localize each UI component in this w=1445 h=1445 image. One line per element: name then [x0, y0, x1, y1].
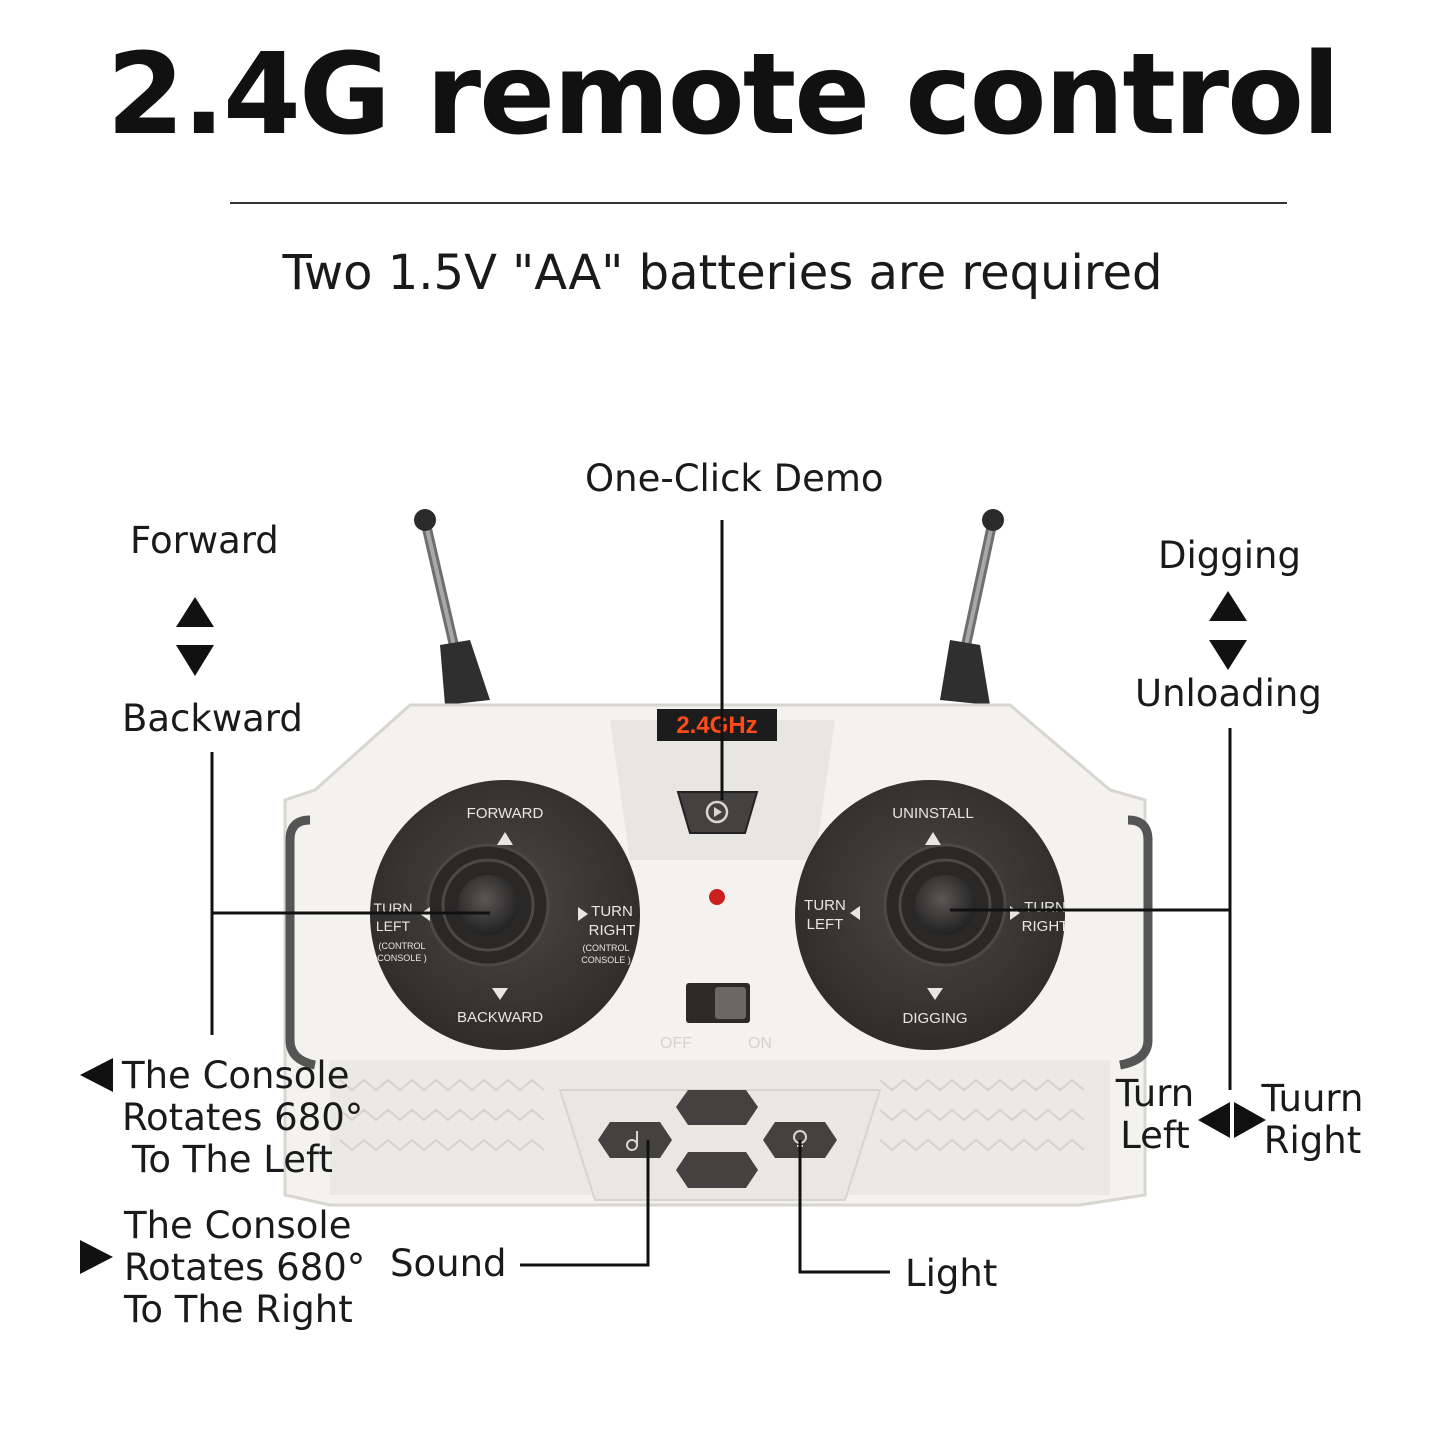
right-arrow-icon — [80, 1240, 113, 1274]
left-stick-down-label: BACKWARD — [457, 1009, 543, 1026]
left-stick-left-label-2: LEFT — [376, 918, 411, 934]
left-arrow-icon — [1198, 1102, 1230, 1138]
left-stick-right-label-2: RIGHT — [589, 922, 636, 939]
frequency-badge — [657, 709, 777, 741]
left-stick-up-label: FORWARD — [467, 805, 544, 822]
left-stick-down-arrow — [492, 988, 508, 1000]
right-stick-left-label-2: LEFT — [807, 916, 844, 933]
down-arrow-icon — [176, 645, 214, 676]
battery-note: Two 1.5V "AA" batteries are required — [282, 245, 1163, 301]
right-stick-down-arrow — [927, 988, 943, 1000]
right-handle — [1119, 815, 1153, 1070]
music-note-icon — [626, 1131, 638, 1151]
left-arrow-icon — [80, 1058, 113, 1092]
digging-unloading-arrows — [1209, 591, 1247, 670]
left-stick-left-note-1: (CONTROL — [379, 941, 426, 951]
frequency-badge-text: 2.4GHz — [676, 712, 757, 739]
down-arrow-icon — [1209, 640, 1247, 670]
top-action-button[interactable] — [676, 1090, 758, 1125]
right-stick-right-label-2: RIGHT — [1022, 918, 1069, 935]
left-stick-right-note-2: CONSOLE ) — [581, 955, 631, 965]
bottom-action-button[interactable] — [676, 1152, 758, 1188]
light-label: Light — [905, 1252, 998, 1295]
grip-texture — [339, 1078, 1085, 1152]
left-stick-right-label-1: TURN — [591, 903, 633, 920]
page-title: 2.4G remote control — [106, 30, 1341, 160]
left-stick-right-arrow — [578, 907, 588, 921]
backward-label: Backward — [122, 697, 303, 740]
right-joystick[interactable] — [795, 780, 1065, 1050]
forward-backward-arrows — [176, 597, 214, 676]
right-arrow-icon — [1234, 1102, 1266, 1138]
left-stick-left-note-2: CONSOLE ) — [377, 953, 427, 963]
switch-off-label: OFF — [660, 1035, 692, 1052]
right-stick-left-label-1: TURN — [804, 897, 846, 914]
sound-label: Sound — [390, 1242, 507, 1285]
left-stick-up-arrow — [497, 832, 513, 845]
forward-label: Forward — [130, 519, 279, 562]
demo-button[interactable] — [676, 791, 759, 834]
power-switch[interactable] — [686, 983, 750, 1023]
tuurn-right-label: Tuurn Right — [1261, 1077, 1364, 1162]
switch-on-label: ON — [748, 1035, 772, 1052]
rotate-left-label: The Console Rotates 680° To The Left — [122, 1054, 364, 1181]
title-divider — [230, 202, 1287, 204]
turn-left-label: Turn Left — [1115, 1072, 1195, 1157]
left-handle — [285, 815, 317, 1070]
right-stick-right-label-1: TURN — [1024, 899, 1066, 916]
up-arrow-icon — [1209, 591, 1247, 621]
right-stick-down-label: DIGGING — [902, 1010, 967, 1027]
left-antenna — [414, 509, 490, 705]
right-stick-left-arrow — [850, 906, 860, 920]
unloading-label: Unloading — [1135, 672, 1322, 715]
left-stick-right-note-1: (CONTROL — [583, 943, 630, 953]
turn-arrows — [1198, 1102, 1266, 1138]
one-click-demo-label: One-Click Demo — [585, 457, 884, 500]
callout-lines — [210, 520, 1232, 1274]
digging-label: Digging — [1158, 534, 1301, 577]
rotate-right-label: The Console Rotates 680° To The Right — [124, 1204, 366, 1331]
left-joystick[interactable] — [370, 780, 640, 1050]
right-antenna — [940, 509, 1004, 705]
right-stick-up-label: UNINSTALL — [892, 805, 973, 822]
right-stick-up-arrow — [925, 832, 941, 845]
up-arrow-icon — [176, 597, 214, 627]
sound-button[interactable] — [598, 1122, 672, 1158]
power-led — [709, 889, 725, 905]
